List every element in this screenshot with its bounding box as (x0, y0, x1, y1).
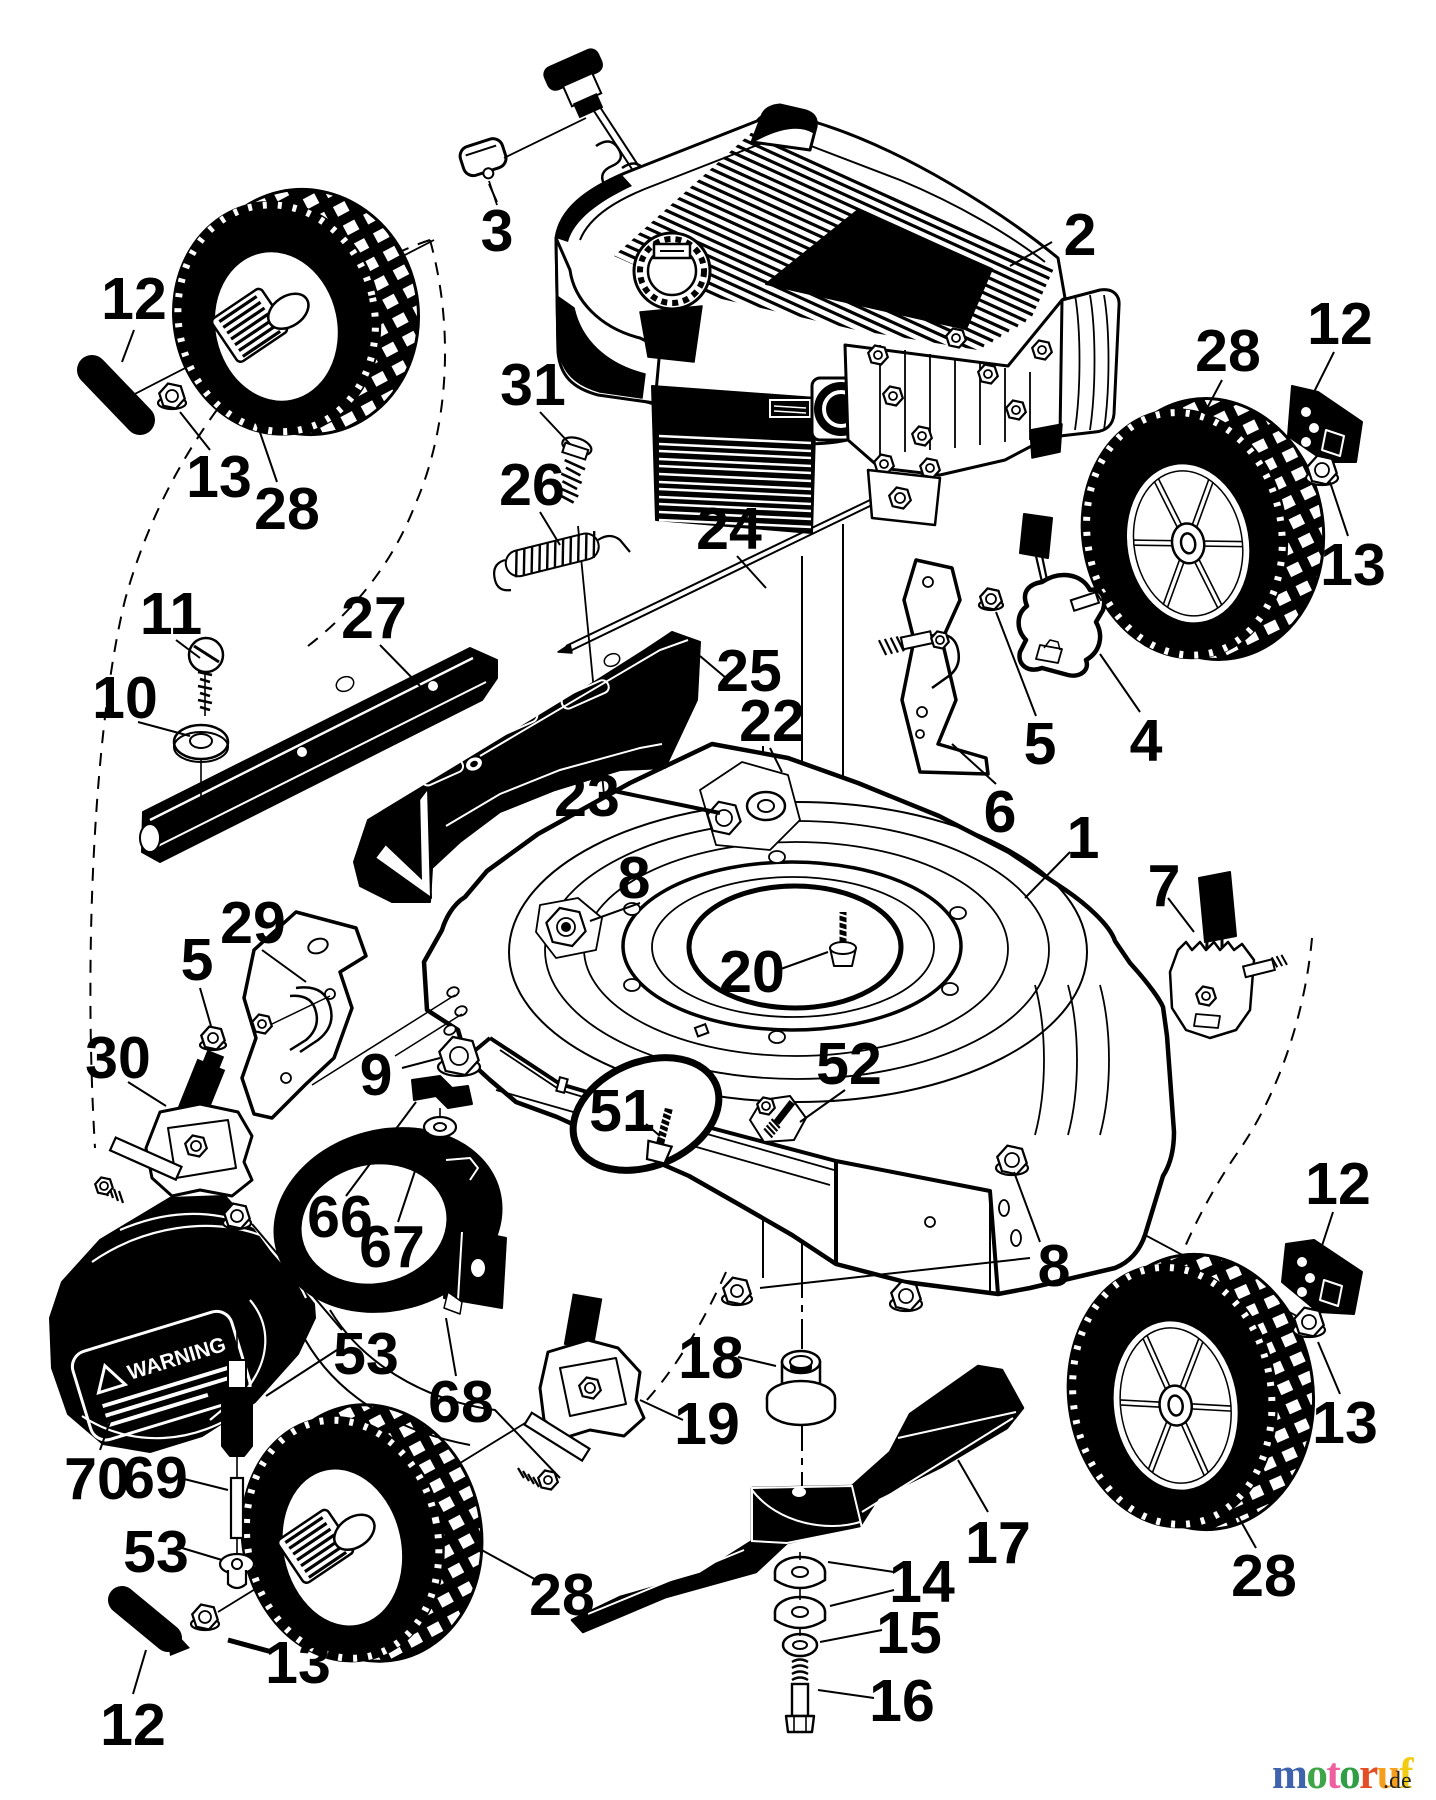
svg-text:28: 28 (1195, 318, 1261, 384)
svg-text:53: 53 (333, 1321, 399, 1387)
svg-text:28: 28 (1231, 1543, 1297, 1609)
svg-text:17: 17 (965, 1510, 1031, 1576)
svg-text:12: 12 (1307, 291, 1373, 357)
svg-text:18: 18 (678, 1325, 744, 1391)
svg-text:51: 51 (589, 1078, 655, 1144)
svg-text:13: 13 (1312, 1390, 1378, 1456)
svg-text:13: 13 (1320, 532, 1386, 598)
svg-text:24: 24 (696, 496, 762, 562)
svg-text:22: 22 (739, 688, 805, 754)
svg-text:5: 5 (1024, 711, 1057, 777)
svg-text:27: 27 (341, 585, 407, 651)
svg-text:53: 53 (123, 1519, 189, 1585)
svg-text:6: 6 (984, 779, 1017, 845)
svg-text:19: 19 (674, 1391, 740, 1457)
svg-text:28: 28 (529, 1562, 595, 1628)
svg-text:1: 1 (1067, 805, 1100, 871)
svg-text:10: 10 (92, 665, 158, 731)
svg-text:12: 12 (1305, 1151, 1371, 1217)
svg-text:12: 12 (100, 1692, 166, 1758)
svg-text:30: 30 (85, 1025, 151, 1091)
svg-text:68: 68 (428, 1369, 494, 1435)
svg-text:13: 13 (186, 444, 252, 510)
svg-text:9: 9 (360, 1042, 393, 1108)
svg-text:14: 14 (889, 1549, 955, 1615)
svg-text:4: 4 (1130, 708, 1163, 774)
svg-text:motoruf: motoruf (1272, 1751, 1414, 1798)
svg-text:3: 3 (481, 198, 514, 264)
svg-text:8: 8 (1038, 1233, 1071, 1299)
svg-text:7: 7 (1148, 853, 1181, 919)
svg-text:12: 12 (101, 266, 167, 332)
svg-text:5: 5 (181, 927, 214, 993)
svg-text:25: 25 (716, 638, 782, 704)
svg-text:66: 66 (307, 1184, 373, 1250)
svg-text:11: 11 (140, 581, 202, 647)
svg-text:15: 15 (876, 1600, 942, 1666)
svg-text:52: 52 (816, 1031, 882, 1097)
svg-text:31: 31 (500, 352, 566, 418)
svg-text:23: 23 (554, 763, 620, 829)
svg-text:26: 26 (499, 452, 565, 518)
svg-text:28: 28 (254, 476, 320, 542)
svg-text:70: 70 (64, 1446, 130, 1512)
svg-text:13: 13 (265, 1630, 331, 1696)
svg-text:29: 29 (220, 890, 286, 956)
svg-text:67: 67 (359, 1214, 425, 1280)
svg-text:2: 2 (1064, 202, 1097, 268)
svg-text:16: 16 (869, 1668, 935, 1734)
svg-text:69: 69 (122, 1445, 188, 1511)
svg-text:8: 8 (618, 845, 651, 911)
svg-text:20: 20 (719, 939, 785, 1005)
svg-text:.de: .de (1383, 1768, 1412, 1794)
